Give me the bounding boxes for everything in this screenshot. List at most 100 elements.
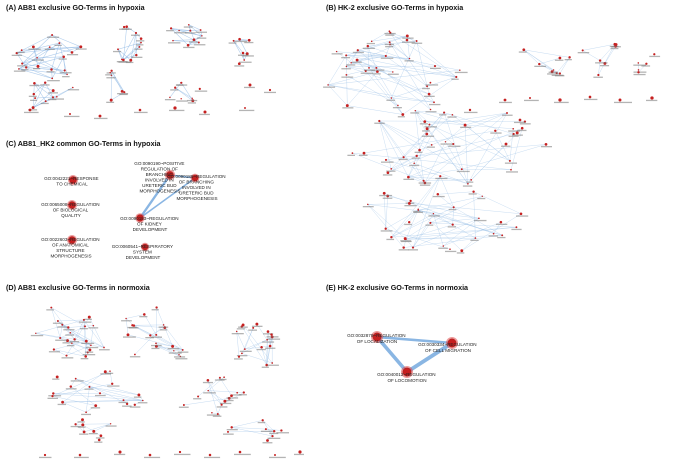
node bbox=[481, 195, 483, 197]
node-label-placeholder bbox=[519, 123, 531, 125]
node bbox=[415, 40, 418, 42]
node-label-placeholder bbox=[248, 329, 257, 331]
node-label-placeholder bbox=[65, 334, 74, 336]
node bbox=[255, 322, 259, 326]
node-label-placeholder bbox=[203, 392, 216, 394]
node bbox=[139, 37, 143, 40]
node-label-placeholder bbox=[454, 71, 468, 74]
edge bbox=[443, 218, 480, 247]
node-label-placeholder bbox=[39, 456, 52, 459]
node bbox=[460, 168, 463, 171]
node-label-placeholder bbox=[48, 395, 62, 397]
edge bbox=[175, 87, 193, 99]
node-label-placeholder bbox=[264, 91, 276, 94]
edge bbox=[197, 377, 221, 397]
node bbox=[637, 62, 640, 64]
node-label-placeholder bbox=[445, 250, 457, 253]
node-label-placeholder bbox=[595, 62, 608, 64]
node bbox=[129, 58, 133, 62]
node-label-placeholder bbox=[74, 456, 89, 459]
node-label-placeholder bbox=[495, 223, 508, 225]
node bbox=[192, 38, 196, 42]
node-label-placeholder bbox=[599, 65, 610, 67]
panel-c-node: GO:0090190~POSITIVE REGULATION OF BRANCH… bbox=[134, 161, 184, 194]
node-label-placeholder bbox=[84, 351, 94, 353]
node-label-placeholder bbox=[177, 351, 189, 353]
node bbox=[618, 98, 622, 102]
node bbox=[61, 323, 64, 326]
node bbox=[433, 65, 437, 68]
node bbox=[223, 376, 225, 379]
node-label-placeholder bbox=[57, 403, 67, 406]
node bbox=[519, 212, 523, 216]
node bbox=[230, 426, 233, 429]
edge bbox=[418, 209, 462, 251]
node bbox=[472, 190, 475, 193]
edge bbox=[18, 68, 53, 79]
edge bbox=[412, 222, 431, 248]
node-label: GO:0042221~RESPONSE TO CHEMICAL bbox=[44, 176, 100, 187]
edge bbox=[75, 424, 85, 433]
edge bbox=[367, 204, 479, 219]
node bbox=[140, 41, 142, 44]
node-label-placeholder bbox=[477, 197, 486, 200]
edge bbox=[390, 32, 428, 87]
node bbox=[388, 41, 391, 44]
node bbox=[568, 56, 571, 59]
node bbox=[74, 423, 77, 426]
edge-group bbox=[638, 62, 647, 73]
node bbox=[403, 237, 407, 241]
node bbox=[247, 38, 251, 42]
node-label-placeholder bbox=[106, 72, 116, 74]
node bbox=[218, 376, 221, 379]
node bbox=[65, 354, 68, 357]
edge bbox=[75, 378, 128, 405]
node-label-placeholder bbox=[187, 102, 196, 104]
node-label-placeholder bbox=[228, 42, 237, 44]
node bbox=[653, 53, 656, 56]
node bbox=[178, 450, 182, 454]
node-group bbox=[11, 34, 87, 82]
node-label-placeholder bbox=[385, 46, 394, 48]
node bbox=[405, 38, 409, 42]
edge bbox=[188, 24, 201, 31]
node-label-placeholder bbox=[40, 102, 49, 105]
node-label-placeholder bbox=[168, 42, 181, 44]
node-label-placeholder bbox=[176, 84, 188, 86]
node-label-placeholder bbox=[402, 41, 415, 43]
edge bbox=[357, 50, 431, 110]
edge bbox=[183, 398, 230, 406]
node-label-placeholder bbox=[239, 350, 252, 352]
node bbox=[51, 89, 55, 93]
node-group bbox=[178, 376, 247, 417]
edge bbox=[429, 124, 510, 162]
edge bbox=[85, 405, 96, 413]
node bbox=[241, 352, 243, 355]
edge bbox=[52, 383, 113, 397]
node-label-placeholder bbox=[139, 316, 148, 318]
node-label-placeholder bbox=[448, 145, 461, 147]
edge bbox=[430, 222, 517, 228]
node-group bbox=[347, 109, 552, 187]
node bbox=[345, 65, 348, 68]
edge bbox=[383, 193, 386, 229]
node bbox=[433, 101, 435, 104]
node bbox=[386, 171, 390, 175]
node bbox=[238, 37, 241, 41]
edge bbox=[405, 209, 419, 240]
node bbox=[598, 59, 602, 62]
node-label-placeholder bbox=[129, 406, 141, 408]
node-label-placeholder bbox=[85, 346, 99, 349]
node bbox=[33, 82, 36, 85]
node-label-placeholder bbox=[174, 453, 191, 456]
node-label-placeholder bbox=[223, 433, 234, 435]
edge bbox=[155, 343, 173, 347]
edge bbox=[414, 163, 426, 184]
node-label-placeholder bbox=[95, 437, 105, 439]
node bbox=[178, 29, 180, 32]
node bbox=[67, 326, 70, 329]
node bbox=[581, 49, 584, 52]
node-label-placeholder bbox=[508, 135, 519, 137]
node bbox=[181, 348, 184, 351]
node bbox=[208, 453, 212, 457]
